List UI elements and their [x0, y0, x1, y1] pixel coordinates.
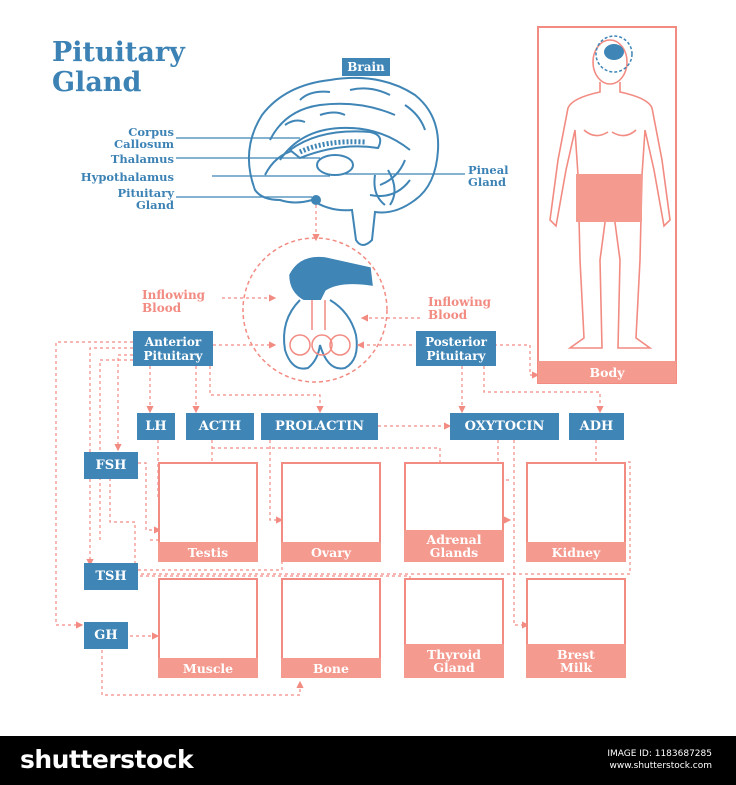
- target-ovary-label: Ovary: [281, 542, 381, 562]
- target-breast-milk-label: Brest Milk: [526, 644, 626, 678]
- hormone-acth: ACTH: [186, 413, 254, 440]
- target-bone-label: Bone: [281, 658, 381, 678]
- inflowing-blood-left: Inflowing Blood: [142, 288, 206, 315]
- anterior-pituitary-box: Anterior Pituitary: [133, 331, 213, 366]
- footer-brand: shutterstock: [20, 745, 194, 774]
- target-thyroid-label: Thyroid Gland: [404, 644, 504, 678]
- hypothalamus-label: Hypothalamus: [80, 170, 174, 184]
- diagram-graphics: [55, 26, 677, 696]
- title-line2: Gland: [52, 67, 142, 98]
- hormone-oxytocin: OXYTOCIN: [450, 413, 559, 440]
- body-underwear: [576, 174, 642, 222]
- pituitary-gland-label: Pituitary Gland: [117, 186, 174, 212]
- page-title: Pituitary Gland: [52, 38, 185, 98]
- target-testis-label: Testis: [158, 542, 258, 562]
- pituitary-dot: [311, 195, 321, 205]
- corpus-callosum-label: Corpus Callosum: [113, 125, 174, 151]
- title-line1: Pituitary: [52, 37, 185, 68]
- body-frame: [537, 26, 677, 384]
- inflowing-blood-right: Inflowing Blood: [428, 295, 492, 322]
- footer-image-id: IMAGE ID: 1183687285 www.shutterstock.co…: [607, 748, 712, 772]
- target-muscle-label: Muscle: [158, 658, 258, 678]
- target-adrenal-label: Adrenal Glands: [404, 530, 504, 562]
- hormone-adh: ADH: [569, 413, 624, 440]
- pineal-gland-label: Pineal Gland: [468, 163, 509, 189]
- footer-site-text: www.shutterstock.com: [609, 761, 712, 771]
- target-kidney-label: Kidney: [526, 542, 626, 562]
- brain-label: Brain: [342, 58, 390, 76]
- posterior-pituitary-box: Posterior Pituitary: [416, 331, 496, 366]
- head-brain-icon: [604, 44, 624, 60]
- hormone-prolactin: PROLACTIN: [261, 413, 378, 440]
- thalamus-label: Thalamus: [110, 152, 174, 166]
- head-brain-circle: [595, 35, 633, 73]
- body-label: Body: [538, 361, 676, 383]
- hormone-gh: GH: [84, 622, 128, 649]
- footer-id-text: IMAGE ID: 1183687285: [607, 749, 712, 759]
- hormone-fsh: FSH: [84, 452, 138, 479]
- thalamus-shape: [316, 154, 354, 176]
- pituitary-icon: [283, 256, 373, 370]
- hormone-tsh: TSH: [84, 563, 138, 590]
- hormone-lh: LH: [137, 413, 175, 440]
- brain-icon: [247, 76, 440, 246]
- stock-footer: shutterstock IMAGE ID: 1183687285 www.sh…: [0, 736, 736, 785]
